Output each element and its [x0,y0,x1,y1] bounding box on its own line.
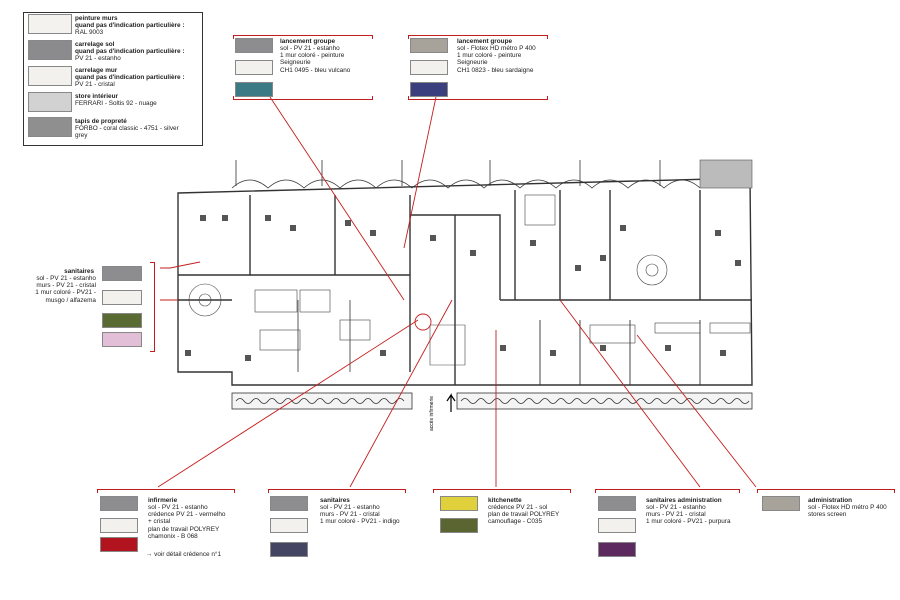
plan-furniture [188,159,753,366]
label-title: lancement groupe [280,38,336,45]
detail-link[interactable]: → voir détail crédence n°1 [146,551,222,558]
swatch-floor [270,496,308,511]
legend-title: store intérieur [75,93,118,100]
swatch-accent [410,82,448,97]
legend-title: tapis de propreté [75,118,127,125]
swatch-accent-1 [102,313,142,328]
label-title: sanitaires administration [646,497,722,504]
swatch-wall [270,518,308,533]
label-title: kitchenette [488,497,522,504]
legend-desc: PV 21 - cristal [75,81,115,89]
label-text: sol - PV 21 - estanho murs - PV 21 - cri… [646,504,731,526]
swatch-accent [270,542,308,557]
legend-swatch [28,40,72,60]
swatch-accent [100,537,138,552]
label-title: sanitaires [64,268,94,275]
legend-swatch [28,66,72,86]
swatch-wall [598,518,636,533]
entrance-arrow [446,393,456,412]
legend-box [23,12,203,146]
swatch-wall [410,60,448,75]
plan-hedge [231,392,753,410]
legend-swatch [28,117,72,137]
label-title: sanitaires [320,497,350,504]
swatch-floor [762,496,800,511]
plan-fixtures [185,215,741,361]
swatch-credence [440,496,478,511]
leader-lines [157,96,757,488]
legend-desc: FERRARI - Soltis 92 - nuage [75,100,157,108]
swatch-floor [598,496,636,511]
legend-desc: FORBO - coral classic - 4751 - silver gr… [75,125,179,140]
label-text: sol - Flotex HD métro P 400 stores scree… [808,504,887,519]
label-text: sol - PV 21 - estanho murs - PV 21 - cri… [320,504,400,526]
label-text: sol - PV 21 - estanho murs - PV 21 - cri… [35,275,96,304]
label-text: crédence PV 21 - sol plan de travail POL… [488,504,560,526]
swatch-floor [410,38,448,53]
label-title: lancement groupe [457,38,513,45]
legend-desc: PV 21 - estanho [75,55,121,63]
legend-desc: RAL 9003 [75,29,104,37]
label-text: sol - PV 21 - estanho 1 mur coloré - pei… [280,45,351,74]
swatch-floor [100,496,138,511]
swatch-wall [102,290,142,305]
legend-title: carrelage sol quand pas d'indication par… [75,41,185,56]
swatch-accent [598,542,636,557]
label-title: administration [808,497,853,504]
label-text: sol - PV 21 - estanho crédence PV 21 - v… [148,504,226,540]
legend-title: carrelage mur quand pas d'indication par… [75,67,185,82]
label-text: sol - Flotex HD métro P 400 1 mur coloré… [457,45,536,74]
label-title: infirmerie [148,497,178,504]
legend-title: peinture murs quand pas d'indication par… [75,15,185,30]
swatch-wall [235,60,273,75]
entrance-label: accès infirmerie [429,396,435,431]
legend-swatch [28,92,72,112]
swatch-floor [102,266,142,281]
swatch-accent-2 [102,332,142,347]
swatch-wall [100,518,138,533]
swatch-floor [235,38,273,53]
legend-swatch [28,14,72,34]
swatch-worktop [440,518,478,533]
swatch-accent [235,82,273,97]
